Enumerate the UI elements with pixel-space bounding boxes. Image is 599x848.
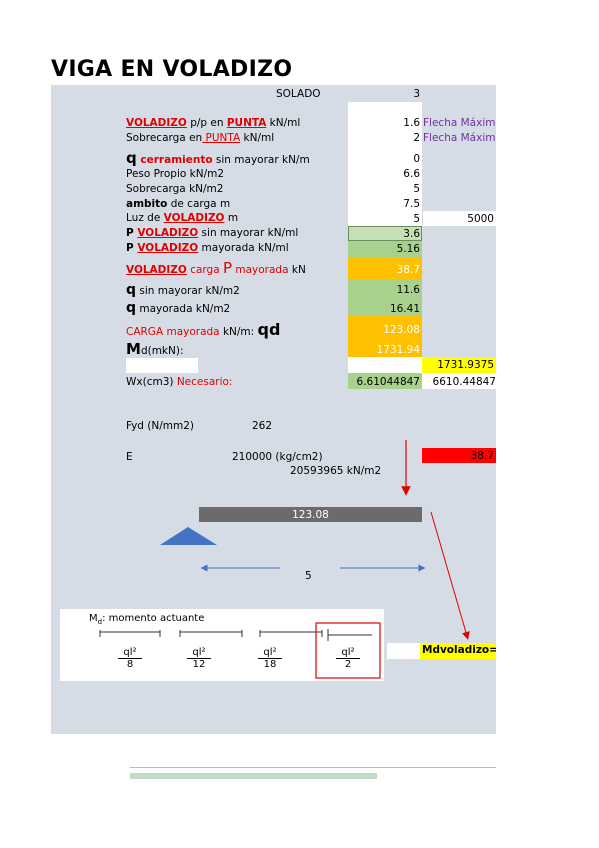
e-value[interactable]: 210000 (kg/cm2) [232, 451, 323, 463]
voladizo-carga-value: 38.7 [396, 264, 420, 276]
md-extra-cell [422, 357, 496, 373]
p-sin-mayorar-cell[interactable] [348, 226, 422, 241]
p-sin-mayorar-value: 3.6 [403, 228, 420, 240]
support-triangle [160, 527, 217, 545]
beam-value: 123.08 [292, 509, 329, 521]
span-value: 5 [305, 570, 312, 582]
row-md: Md(mkN): [126, 340, 184, 358]
row-peso-propio: Peso Propio kN/m2 [126, 168, 225, 180]
sobrecarga-value[interactable]: 5 [413, 183, 420, 195]
q-mayorada-cell [348, 297, 422, 316]
flecha-maxima-note-2: Flecha Máxim [423, 132, 496, 144]
e-red-value: 38.7 [470, 450, 494, 462]
p-mayorada-value: 5.16 [396, 243, 420, 255]
pointer-arrow [430, 511, 470, 640]
q-mayorada-value: 16.41 [389, 303, 420, 315]
wx-value: 6.61044847 [356, 376, 420, 388]
row-carga-mayorada: CARGA mayorada kN/m: qd [126, 320, 281, 339]
flecha-maxima-note: Flecha Máxim [423, 117, 496, 129]
q-cerramiento-value[interactable]: 0 [413, 153, 420, 165]
moment-heading: Md: momento actuante [89, 613, 205, 626]
luz-mm-cell [423, 211, 496, 226]
row-p-mayorada: P VOLADIZO mayorada kN/ml [126, 242, 289, 254]
md-cell [348, 339, 422, 357]
luz-mm-value: 5000 [467, 213, 494, 225]
row-sobrecarga-punta: Sobrecarga en PUNTA kN/ml [126, 132, 275, 144]
voladizo-pp-value[interactable]: 1.6 [403, 117, 420, 129]
md-extra-value: 1731.9375 [437, 359, 494, 371]
fyd-value[interactable]: 262 [252, 420, 273, 432]
horizontal-rule [130, 767, 496, 768]
e-value-kn: 20593965 kN/m2 [290, 465, 382, 477]
q-sin-mayorar-cell [348, 279, 422, 297]
md-value: 1731.94 [376, 344, 420, 356]
solado-label: SOLADO [276, 88, 321, 100]
peso-propio-value[interactable]: 6.6 [403, 168, 420, 180]
beam-bar [199, 507, 422, 522]
beam-cases-sketch [99, 622, 381, 679]
solado-value: 3 [413, 88, 420, 100]
row-q-mayorada: q mayorada kN/m2 [126, 300, 231, 316]
wx-cell [348, 373, 422, 389]
row-q-cerramiento: q cerramiento sin mayorar kN/m [126, 149, 310, 167]
wx-cm3-value: 6610.44847 [432, 376, 496, 388]
page-title: VIGA EN VOLADIZO [51, 57, 293, 82]
row-p-sin-mayorar: P VOLADIZO sin mayorar kN/ml [126, 227, 299, 239]
row-q-sin-mayorar: q sin mayorar kN/m2 [126, 282, 240, 298]
carga-mayorada-value: 123.08 [383, 324, 420, 336]
carga-mayorada-cell [348, 316, 422, 339]
fyd-label: Fyd (N/mm2) [126, 420, 195, 432]
sobrecarga-punta-value[interactable]: 2 [413, 132, 420, 144]
horizontal-scrollbar[interactable] [130, 773, 377, 779]
row-wx: Wx(cm3) Necesario: [126, 376, 233, 388]
mdvoladizo-cell: Mdvoladizo= [420, 643, 496, 659]
row-voladizo-carga: VOLADIZO carga P mayorada kN [126, 259, 306, 277]
q-sin-mayorar-value: 11.6 [396, 284, 420, 296]
row-luz: Luz de VOLADIZO m [126, 212, 239, 224]
row-voladizo-pp: VOLADIZO p/p en PUNTA kN/ml [126, 117, 301, 129]
mdvoladizo-white-cell [387, 643, 420, 659]
row-sobrecarga: Sobrecarga kN/m2 [126, 183, 224, 195]
luz-value[interactable]: 5 [413, 213, 420, 225]
voladizo-carga-cell [348, 257, 422, 279]
blank-input-cell[interactable] [126, 358, 198, 373]
ambito-value[interactable]: 7.5 [403, 198, 420, 210]
p-mayorada-cell [348, 241, 422, 257]
wx-cm3-cell [422, 373, 496, 389]
cantilever-case-highlight [315, 622, 381, 679]
mdvoladizo-label: Mdvoladizo= [422, 644, 496, 656]
input-column [348, 102, 422, 226]
blank-white-cell [348, 357, 422, 373]
row-ambito: ambito de carga m [126, 198, 231, 210]
e-red-cell [422, 448, 496, 463]
e-label: E [126, 451, 133, 463]
